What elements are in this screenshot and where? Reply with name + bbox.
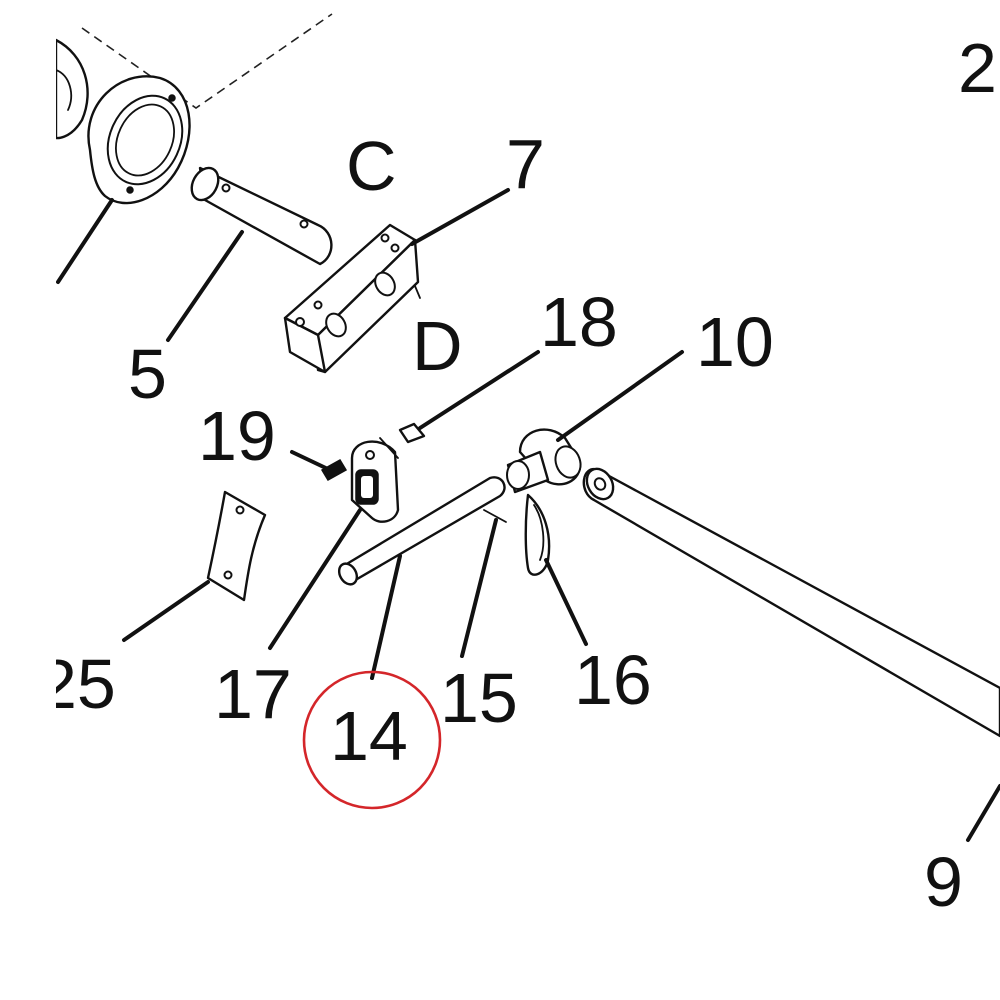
part-flange-plate xyxy=(87,75,191,205)
highlight-circle-14 xyxy=(302,670,442,810)
leader-15 xyxy=(460,518,498,658)
part-10-tee-coupling xyxy=(506,428,582,494)
part-16-clip xyxy=(524,493,551,576)
part-5-pin xyxy=(190,166,333,266)
part-7-clamp-block xyxy=(283,223,421,374)
label-9: 9 xyxy=(924,843,963,921)
left-crop-mask xyxy=(0,0,56,1000)
leader-18 xyxy=(418,350,540,430)
leader-14 xyxy=(370,554,402,680)
part-14-shaft xyxy=(337,476,506,586)
label-5: 5 xyxy=(128,335,167,413)
label-10: 10 xyxy=(696,303,774,381)
leader-7 xyxy=(410,188,510,246)
label-17: 17 xyxy=(214,655,292,733)
leader-16 xyxy=(544,558,588,646)
label-14: 14 xyxy=(330,697,408,775)
part-25-plate xyxy=(206,490,267,602)
label-15: 15 xyxy=(440,659,518,737)
part-18-key xyxy=(398,422,426,444)
part-2-bearing xyxy=(54,38,89,140)
part-19-screw xyxy=(320,458,348,482)
leader-17 xyxy=(268,508,362,650)
label-D: D xyxy=(412,307,463,385)
leader-9 xyxy=(966,784,1000,842)
leader-25 xyxy=(122,580,210,642)
label-2-right: 2 xyxy=(958,29,997,107)
leader-19 xyxy=(290,450,332,472)
label-16: 16 xyxy=(574,641,652,719)
leader-5 xyxy=(166,230,244,342)
assembly-guide-line xyxy=(81,13,333,109)
leader-2-left xyxy=(56,198,114,284)
label-18: 18 xyxy=(540,283,618,361)
part-9-tube xyxy=(582,467,1000,738)
leader-10 xyxy=(556,350,684,442)
part-17-bracket xyxy=(350,437,400,523)
label-C: C xyxy=(346,127,397,205)
part-15-small-pin xyxy=(483,509,507,523)
label-7: 7 xyxy=(506,125,545,203)
label-19: 19 xyxy=(198,397,276,475)
